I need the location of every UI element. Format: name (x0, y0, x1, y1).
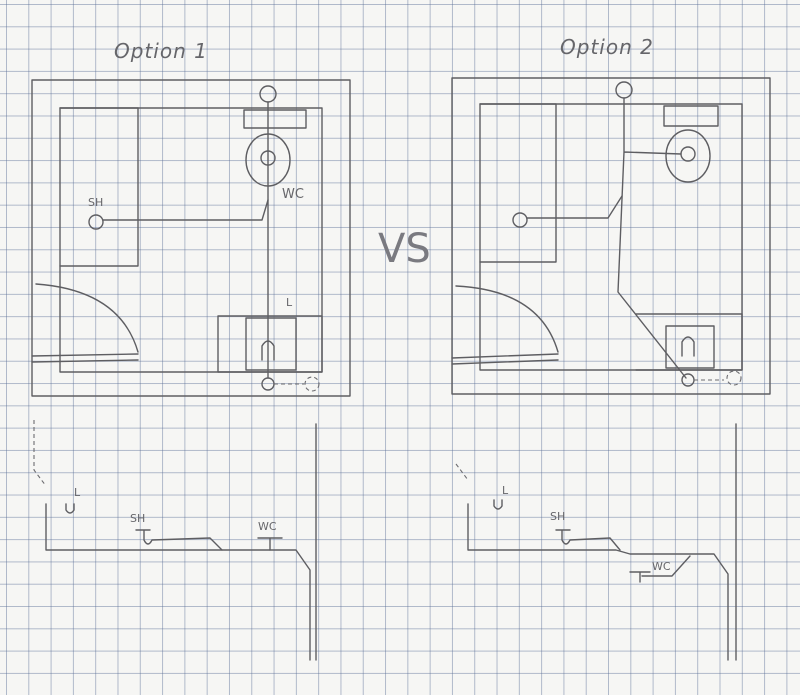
option1-title: Option 1 (114, 39, 208, 63)
option1-vanity (217, 315, 323, 373)
option2-sink-drain (681, 336, 695, 357)
option1-elev-dash (33, 420, 47, 487)
option2-door-swing (455, 285, 559, 353)
option2-shower-drain (512, 212, 528, 228)
option1-toilet-tank (243, 109, 307, 129)
option1-elev-lav-trap (65, 503, 75, 514)
option2-elev-dash (455, 463, 469, 481)
option2-toilet-drain (680, 146, 696, 162)
option1-elev-lav-label: L (74, 486, 81, 499)
option1-toilet-label: WC (282, 187, 304, 202)
option1-lav-label: L (286, 296, 293, 309)
option2-toilet-bowl (665, 129, 711, 183)
option2-main-line (617, 97, 687, 379)
option2-shower-enclosure (479, 103, 557, 263)
option2-vent-top (615, 81, 633, 99)
option2-elev-lav-label: L (502, 484, 509, 497)
option1-elev-shower-trap (135, 529, 223, 551)
option1-outer-wall (31, 79, 351, 397)
option1-elevation: L SH WC (33, 420, 317, 661)
option2-outer-wall (451, 77, 771, 395)
option1-shower-line (102, 199, 269, 221)
option1-cleanout (261, 377, 275, 391)
option1-vent-top (259, 85, 277, 103)
option2-elev-shower-label: SH (550, 510, 565, 523)
option1-shower-enclosure (59, 107, 139, 267)
option2-elev-wc (629, 555, 691, 583)
option2-elev-wc-label: WC (652, 560, 671, 573)
option1-inner-wall (59, 107, 323, 373)
option1-shower-drain (88, 214, 104, 230)
option2-door-threshold (451, 353, 559, 365)
option1-plan: SH WC L (31, 79, 351, 397)
option1-door-threshold (31, 353, 139, 363)
option1-elev-drain (45, 503, 311, 661)
option1-shower-label: SH (88, 196, 103, 209)
option2-elev-drain (467, 503, 729, 661)
option2-elev-lav-trap (493, 499, 503, 510)
option1-exit-future (304, 376, 320, 392)
option2-title: Option 2 (560, 35, 654, 59)
option2-vanity (635, 313, 743, 371)
vs-text: VS (378, 226, 431, 272)
option2-cleanout (681, 373, 695, 387)
option1-sink (245, 317, 297, 371)
option2-exit-future (726, 370, 742, 386)
option2-shower-line (526, 195, 623, 219)
option2-plan (451, 77, 771, 395)
option1-elev-wc (257, 537, 283, 551)
option2-sink (665, 325, 715, 369)
option1-elev-wc-label: WC (258, 520, 277, 533)
option2-elevation: L SH WC (455, 423, 737, 661)
option2-elev-shower-trap (555, 529, 621, 551)
option2-toilet-tank (663, 105, 719, 127)
option2-inner-wall (479, 103, 743, 371)
option1-elev-shower-label: SH (130, 512, 145, 525)
option1-sink-drain (261, 340, 275, 361)
option1-door-swing (35, 283, 139, 353)
